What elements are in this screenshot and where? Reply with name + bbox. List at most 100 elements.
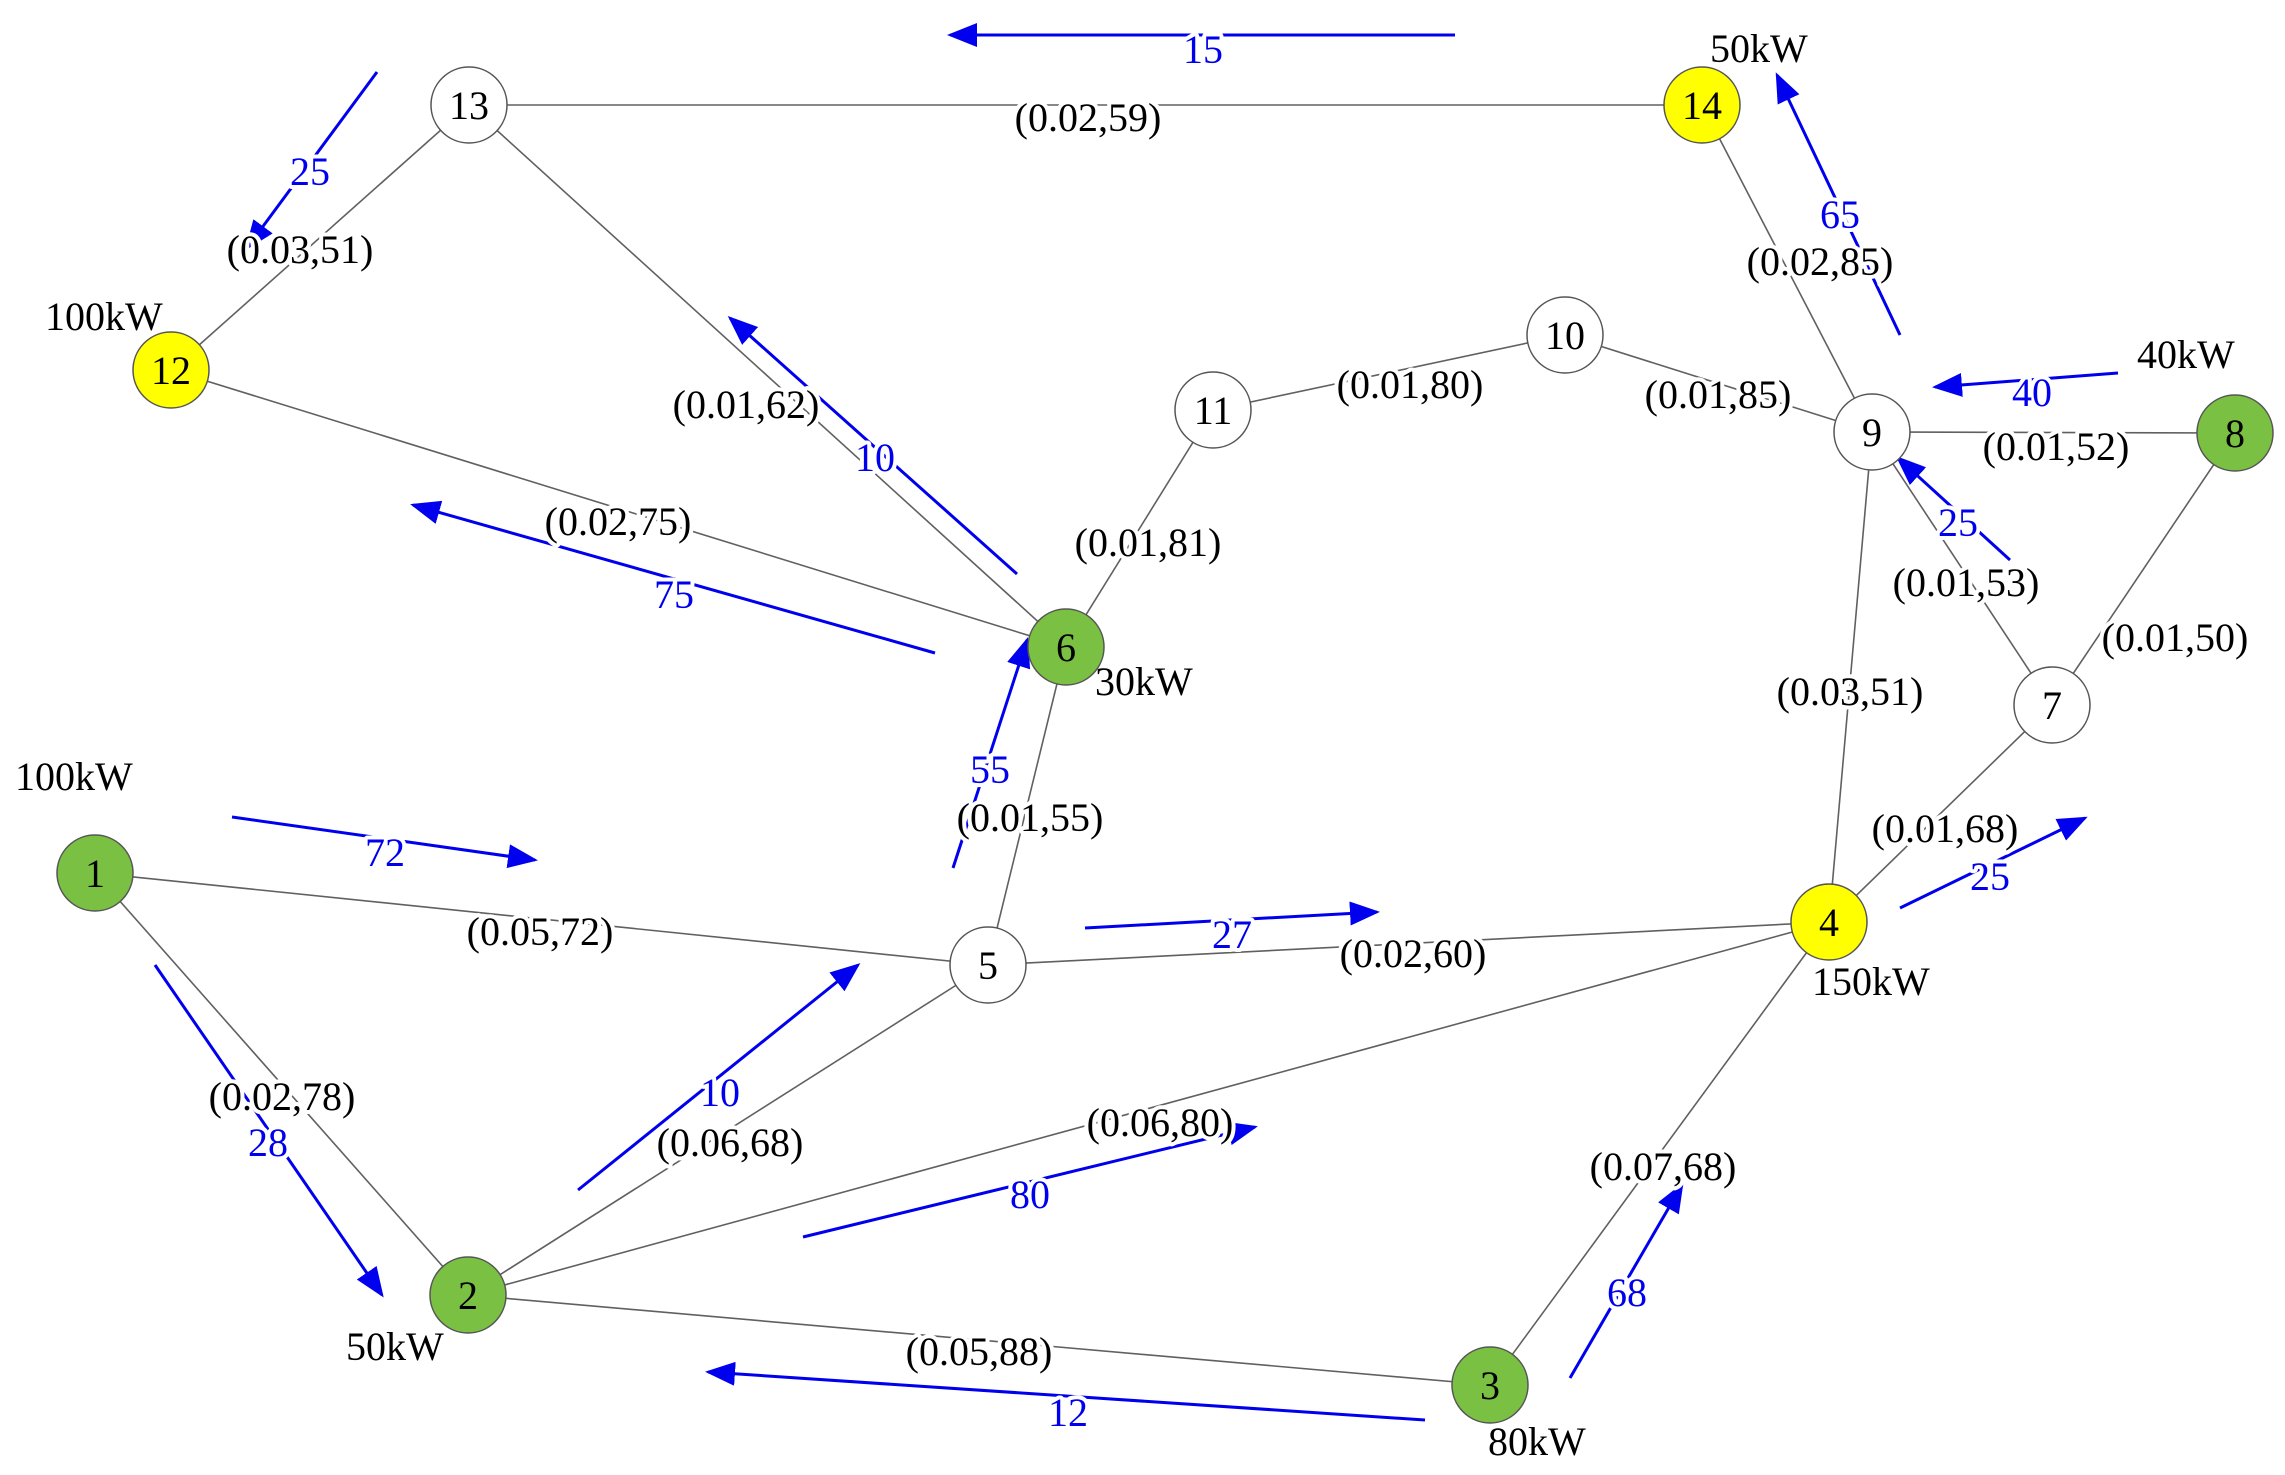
edge-label-5-4: (0.02,60) [1340,931,1487,976]
flow-arrow-15 [1568,1182,1684,1379]
node-power-12: 100kW [45,294,163,339]
node-label-8: 8 [2225,411,2245,456]
edge-label-9-8: (0.01,52) [1983,424,2130,469]
node-5 [949,926,1027,1004]
node-power-14: 50kW [1710,26,1808,71]
flow-label-8: 55 [970,747,1010,792]
edge-label-12-6: (0.02,75) [545,499,692,544]
edge-label-9-7: (0.01,53) [1893,560,2040,605]
flow-label-14: 80 [1010,1172,1050,1217]
node-power-6: 30kW [1095,659,1193,704]
node-12 [132,331,210,409]
node-4 [1790,883,1868,961]
edge-5-4 [987,921,1830,966]
edge-1-5 [94,872,989,966]
flow-arrow-10 [1084,901,1380,930]
node-2 [429,1256,507,1334]
edge-2-4 [467,921,1830,1296]
flow-arrow-6 [1932,371,2119,397]
edge-label-11-10: (0.01,80) [1337,362,1484,407]
flow-label-3: 65 [1820,192,1860,237]
flow-label-10: 27 [1212,912,1252,957]
edge-label-14-9: (0.02,85) [1747,239,1894,284]
edge-8-7 [2051,432,2236,706]
node-power-8: 40kW [2137,332,2235,377]
edge-label-13-14: (0.02,59) [1015,95,1162,140]
node-label-9: 9 [1862,410,1882,455]
edge-6-5 [987,646,1067,966]
edge-label-2-5: (0.06,68) [657,1120,804,1165]
node-label-13: 13 [449,83,489,128]
flow-label-6: 40 [2012,370,2052,415]
node-6 [1027,608,1105,686]
flow-label-1: 15 [1183,27,1223,72]
flow-arrow-12 [153,964,384,1298]
edge-11-10 [1212,334,1566,411]
edge-9-4 [1828,431,1873,923]
flow-arrow-14 [802,1121,1258,1239]
flow-label-4: 10 [855,435,895,480]
node-7 [2013,666,2091,744]
node-label-6: 6 [1056,625,1076,670]
node-9 [1833,393,1911,471]
node-label-1: 1 [85,851,105,896]
edge-label-9-4: (0.03,51) [1777,669,1924,714]
node-13 [430,66,508,144]
flow-label-12: 28 [248,1120,288,1165]
edge-labels-layer: (0.02,59) (0.03,51) (0.01,62) (0.02,75) (0.0… [205,91,2253,1378]
node-power-1: 100kW [15,754,133,799]
flow-arrow-9 [231,815,538,869]
flow-label-11: 25 [1970,854,2010,899]
edge-label-6-5: (0.01,55) [957,795,1104,840]
edge-label-2-4: (0.06,80) [1087,1100,1234,1145]
flow-arrow-13 [577,963,861,1192]
edge-label-10-9: (0.01,85) [1645,372,1792,417]
node-label-5: 5 [978,943,998,988]
node-label-7: 7 [2042,683,2062,728]
edge-3-4 [1489,921,1830,1386]
node-11 [1174,371,1252,449]
edge-label-1-2: (0.02,78) [209,1074,356,1119]
flow-arrow-2 [245,71,379,251]
edge-10-9 [1564,334,1873,433]
edge-13-12 [170,104,470,371]
node-power-4: 150kW [1812,959,1930,1004]
node-label-3: 3 [1480,1363,1500,1408]
flow-label-15: 68 [1607,1270,1647,1315]
flow-arrow-7 [1895,455,2012,562]
edge-label-8-7: (0.01,50) [2102,615,2249,660]
edge-label-3-4: (0.07,68) [1590,1144,1737,1189]
flow-label-13: 10 [700,1070,740,1115]
node-label-2: 2 [458,1273,478,1318]
edge-7-4 [1828,704,2053,923]
flow-label-2: 25 [290,149,330,194]
node-8 [2196,394,2274,472]
flow-arrow-8 [951,637,1031,869]
flow-label-16: 12 [1048,1390,1088,1435]
edge-label-13-6: (0.01,62) [673,382,820,427]
edge-label-7-4: (0.01,68) [1872,806,2019,851]
flow-label-5: 75 [654,572,694,617]
edge-14-9 [1701,104,1873,433]
flow-arrow-4 [727,316,1018,576]
node-label-4: 4 [1819,900,1839,945]
node-14 [1663,66,1741,144]
node-1 [56,834,134,912]
node-power-2: 50kW [346,1324,444,1369]
node-label-14: 14 [1682,83,1722,128]
edge-6-11 [1065,409,1214,648]
node-power-3: 80kW [1488,1419,1586,1464]
flow-label-7: 25 [1938,500,1978,545]
power-labels-layer: 100kW 50kW 80kW 150kW 30kW 40kW 100kW 50kW [15,26,2235,1464]
node-label-12: 12 [151,348,191,393]
edge-label-6-11: (0.01,81) [1075,520,1222,565]
edge-label-2-3: (0.05,88) [906,1329,1053,1374]
edge-label-1-5: (0.05,72) [467,909,614,954]
flow-arrow-5 [410,500,936,655]
edge-label-13-12: (0.03,51) [227,227,374,272]
flow-arrow-11 [1899,816,2088,910]
node-label-11: 11 [1194,388,1233,433]
